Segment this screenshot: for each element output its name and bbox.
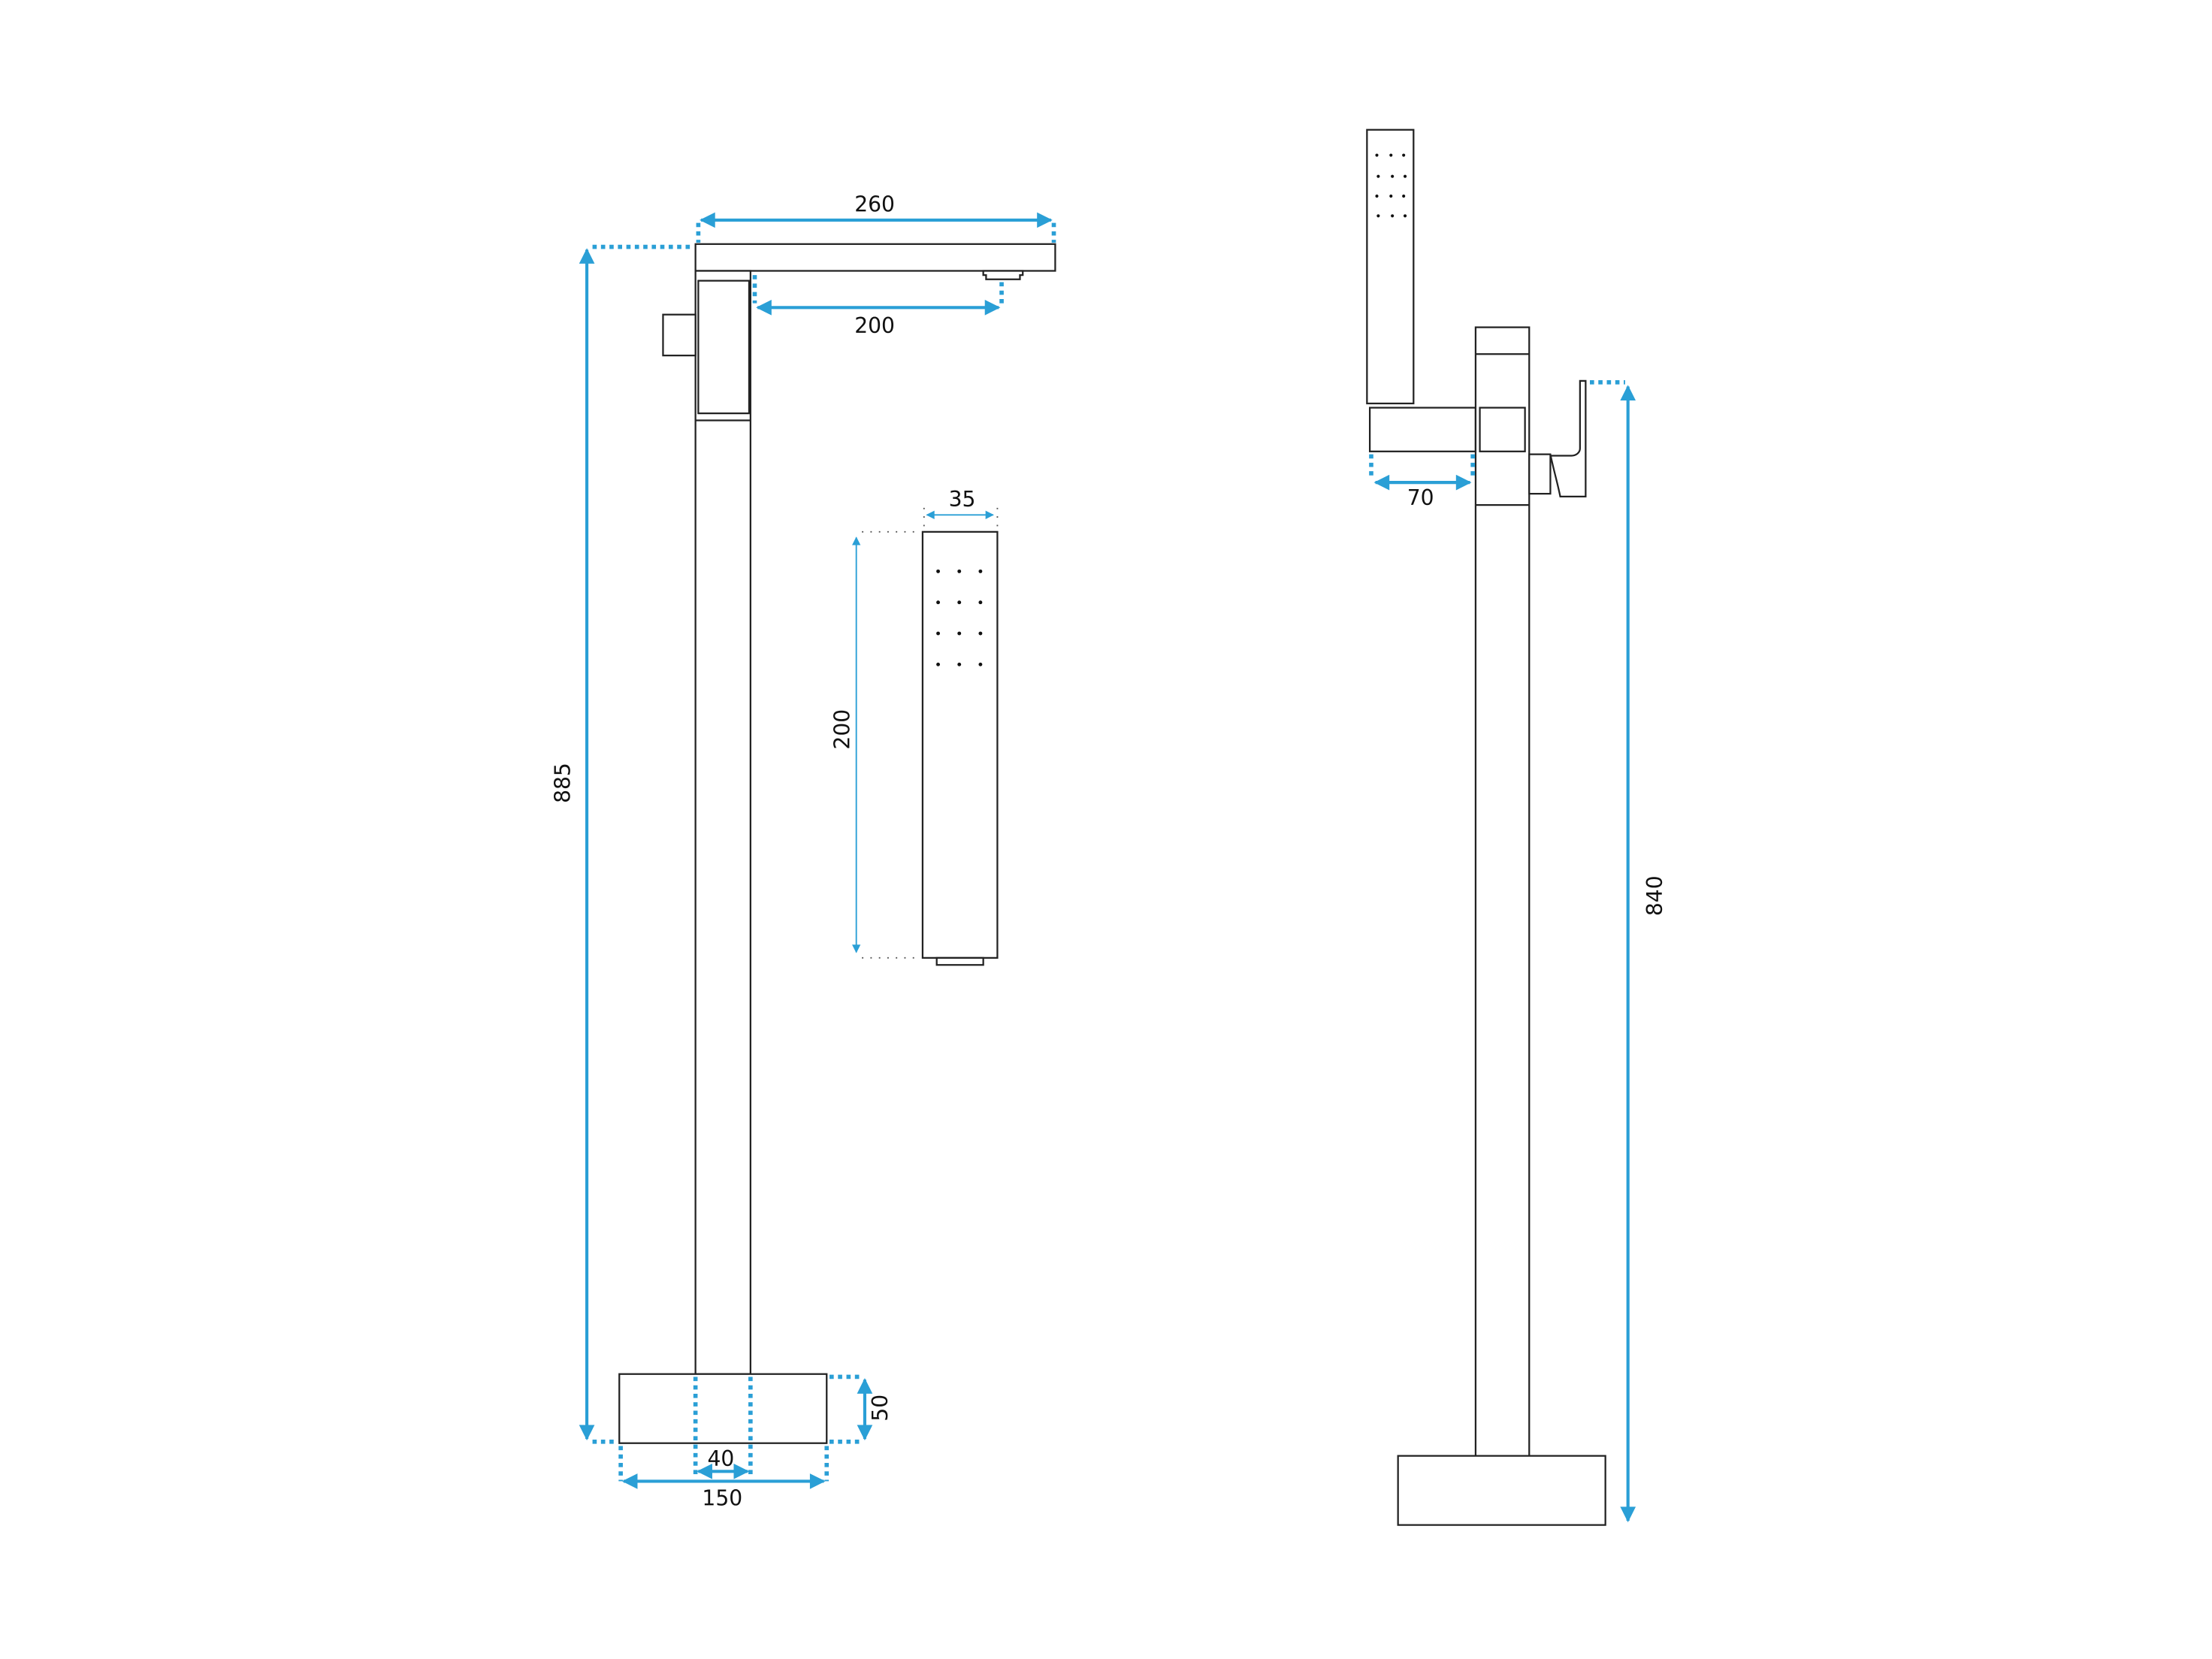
column <box>694 270 751 1375</box>
dim-label: 260 <box>854 192 895 217</box>
mixer-body <box>697 280 751 415</box>
base-plate <box>618 1373 828 1444</box>
dim-label: 50 <box>868 1395 893 1422</box>
dim-label: 885 <box>551 763 576 803</box>
base-plate <box>1397 1455 1606 1526</box>
mixer-body <box>1479 406 1526 452</box>
dim-handle-height: 840 <box>1590 380 1667 1523</box>
hand-shower <box>921 530 999 959</box>
hand-shower <box>1366 128 1415 405</box>
dim-label: 200 <box>854 313 895 338</box>
dim-base: 50 40 150 <box>618 1374 893 1510</box>
dim-spout-reach: 200 <box>752 275 1004 338</box>
spout <box>694 243 1056 272</box>
dim-spout-length: 260 <box>696 192 1056 243</box>
hand-shower-detail: 35 200 <box>830 487 999 966</box>
nozzle-dots <box>1375 153 1407 218</box>
dim-label: 35 <box>949 487 976 512</box>
dim-label: 70 <box>1407 485 1434 510</box>
column <box>1474 326 1531 1457</box>
dim-total-height: 885 <box>551 244 694 1444</box>
faucet-side-view <box>1366 128 1606 1526</box>
aerator <box>982 270 1024 280</box>
dim-label: 40 <box>708 1446 735 1471</box>
dim-label: 840 <box>1642 875 1667 916</box>
faucet-front-view <box>618 243 1056 1444</box>
nozzle-dots <box>936 569 983 666</box>
mixer-handle <box>1528 379 1587 498</box>
shower-holder <box>1368 406 1477 452</box>
dim-label: 150 <box>702 1485 742 1510</box>
dim-label: 200 <box>830 709 854 750</box>
mixer-knob <box>662 313 697 357</box>
dim-holder-depth: 70 <box>1369 454 1475 510</box>
